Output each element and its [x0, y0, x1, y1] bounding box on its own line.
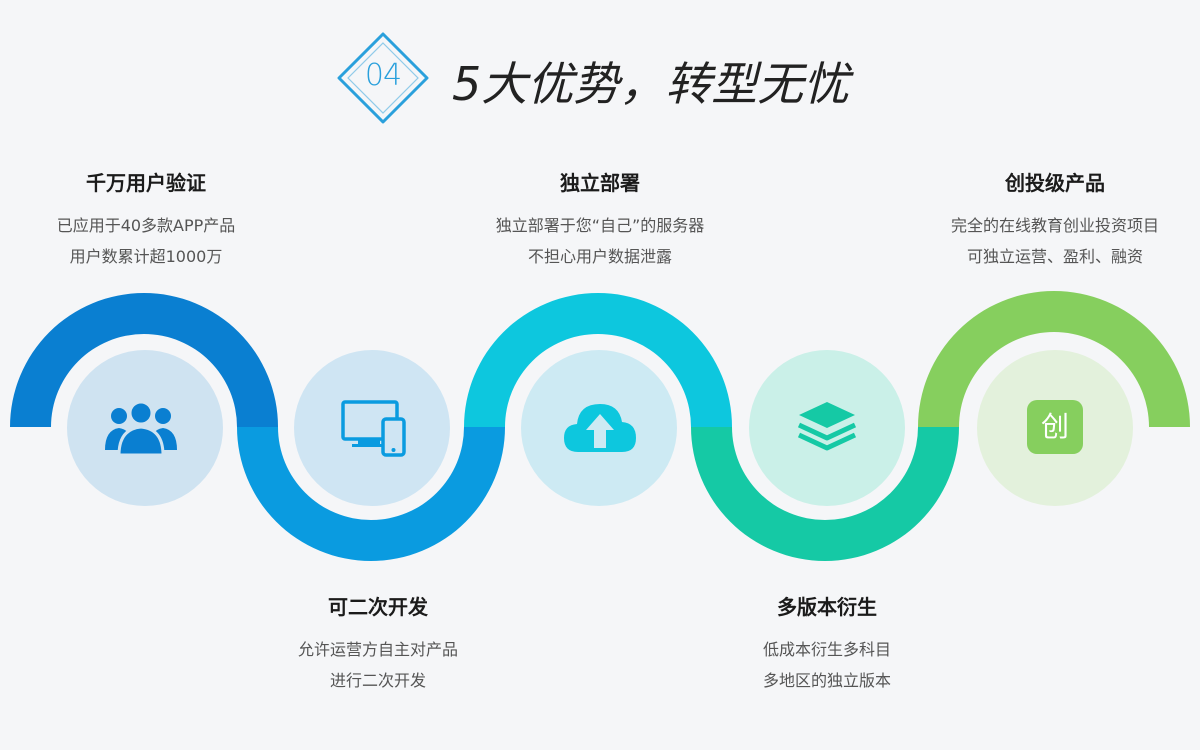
feature-title: 千万用户验证 — [86, 171, 206, 195]
feature-desc-line: 完全的在线教育创业投资项目 — [950, 216, 1159, 235]
feature-desc-line: 低成本衍生多科目 — [762, 640, 891, 659]
feature-title: 可二次开发 — [328, 595, 428, 619]
feature-title: 独立部署 — [560, 171, 640, 195]
users-icon — [105, 400, 177, 456]
feature-desc-line: 允许运营方自主对产品 — [297, 640, 458, 659]
feature-desc-line: 用户数累计超1000万 — [69, 247, 223, 266]
feature-title: 创投级产品 — [1005, 171, 1105, 195]
section-number-badge — [337, 32, 429, 124]
feature-block-4: 多版本衍生 低成本衍生多科目 多地区的独立版本 — [677, 591, 977, 696]
layers-icon — [797, 402, 857, 451]
feature-desc-line: 进行二次开发 — [329, 671, 426, 690]
feature-desc-line: 可独立运营、盈利、融资 — [966, 247, 1143, 266]
section-number: 04 — [364, 58, 402, 93]
feature-desc-line: 已应用于40多款APP产品 — [56, 216, 236, 235]
page-title: 5大优势，转型无忧 — [452, 57, 850, 111]
feature-circle-2 — [294, 350, 450, 506]
feature-desc-line: 多地区的独立版本 — [762, 671, 891, 690]
header: 04 5大优势，转型无忧 — [0, 0, 1200, 150]
feature-block-3: 独立部署 独立部署于您“自己”的服务器 不担心用户数据泄露 — [450, 167, 750, 272]
feature-desc-line: 独立部署于您“自己”的服务器 — [495, 216, 705, 235]
devices-icon — [341, 400, 406, 457]
feature-title: 多版本衍生 — [777, 595, 877, 619]
feature-block-5: 创投级产品 完全的在线教育创业投资项目 可独立运营、盈利、融资 — [905, 167, 1200, 272]
feature-desc-line: 不担心用户数据泄露 — [527, 247, 672, 266]
feature-block-2: 可二次开发 允许运营方自主对产品 进行二次开发 — [228, 591, 528, 696]
chuang-icon: 创 — [1027, 400, 1083, 454]
cloud-upload-icon — [564, 404, 636, 452]
feature-block-1: 千万用户验证 已应用于40多款APP产品 用户数累计超1000万 — [0, 167, 296, 272]
